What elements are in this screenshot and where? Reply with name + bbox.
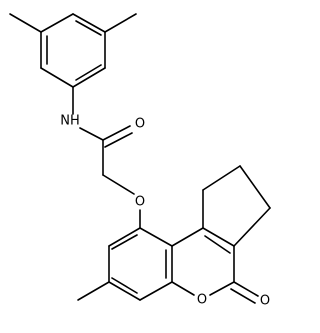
bond (75, 64, 102, 81)
atom-label-nh: NH (60, 114, 80, 129)
molecule-structure: NH O O O O (9, 13, 271, 309)
bond (139, 281, 173, 301)
bond (111, 277, 138, 294)
bond (139, 227, 173, 247)
bond-methyl (9, 13, 42, 33)
bond (239, 165, 271, 209)
bond (79, 127, 104, 141)
bond (102, 125, 131, 141)
bond (108, 227, 141, 247)
atom-labels: NH O O O O (60, 114, 270, 309)
bond-methyl (104, 13, 137, 33)
bond (40, 13, 74, 33)
atom-label-o-lactone: O (260, 294, 270, 309)
bond-lines (9, 13, 271, 304)
bond (171, 227, 204, 247)
bond (40, 67, 74, 88)
bond (75, 20, 102, 36)
bond (72, 13, 106, 33)
bond (202, 165, 241, 191)
bond (230, 288, 256, 304)
bond (111, 234, 138, 250)
bond (104, 132, 133, 148)
bond (108, 281, 141, 301)
bond-methyl (77, 281, 110, 301)
atom-label-o-carbonyl: O (135, 117, 145, 132)
bond (204, 235, 231, 254)
atom-label-o-ether: O (135, 195, 145, 210)
bond (202, 227, 235, 247)
atom-label-o-ring: O (197, 293, 207, 308)
bond (233, 281, 259, 297)
bond (233, 207, 271, 247)
bond (171, 281, 195, 296)
bond (102, 174, 135, 195)
bond (209, 281, 235, 296)
bond (72, 67, 106, 88)
